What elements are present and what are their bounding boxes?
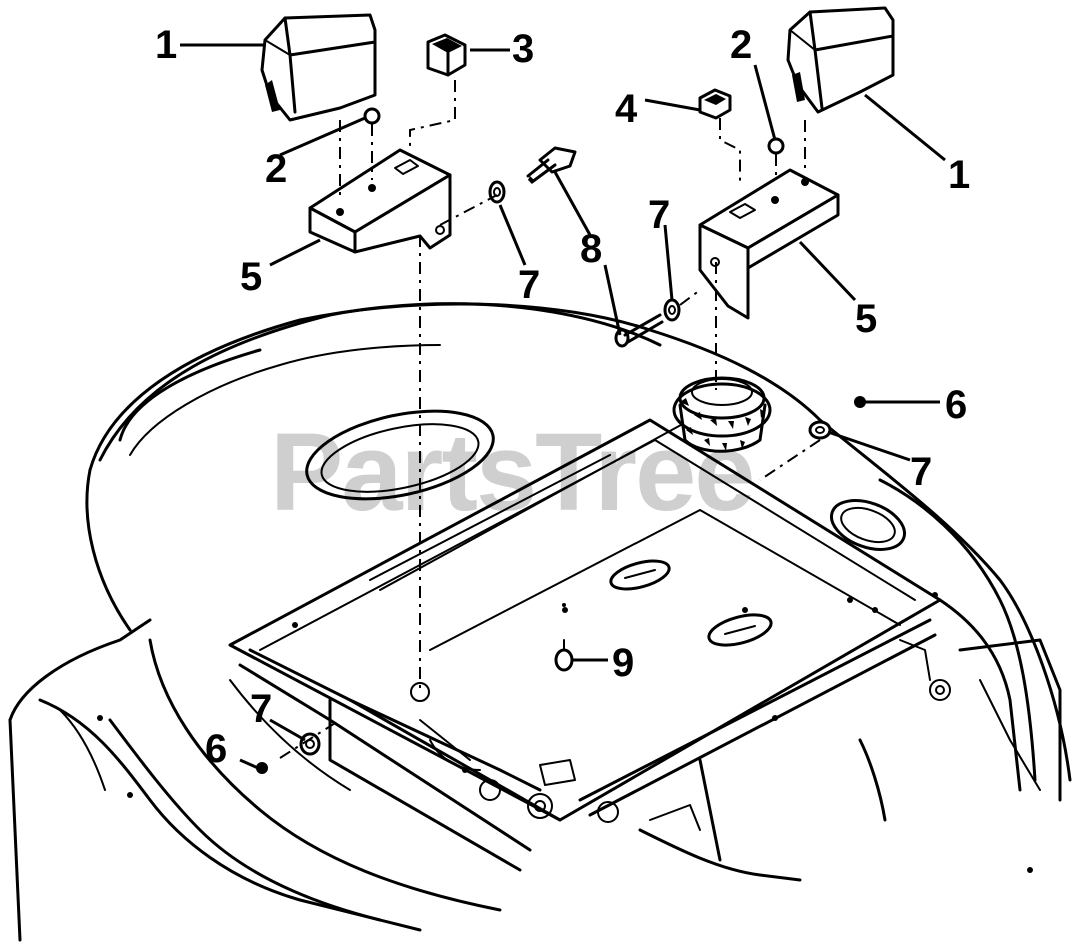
- part-7-washer-c: [808, 420, 832, 440]
- fuel-cap: [672, 376, 772, 453]
- callout-9: 9: [612, 641, 634, 685]
- callout-5-left: 5: [240, 255, 262, 299]
- part-6-nut-left: [256, 762, 268, 774]
- leader-lines: [180, 43, 946, 770]
- callout-7-d: 7: [250, 687, 272, 731]
- watermark: PartsTree: [270, 411, 753, 534]
- callout-2-left: 2: [265, 147, 287, 191]
- part-5-right-bracket: [698, 168, 840, 320]
- callout-3: 3: [512, 27, 534, 71]
- callout-1-left: 1: [155, 23, 177, 67]
- callout-8: 8: [580, 227, 602, 271]
- part-3-switch: [426, 33, 467, 77]
- assembly-lines: [279, 80, 821, 759]
- callout-4: 4: [615, 87, 638, 131]
- callout-1-right: 1: [948, 153, 970, 197]
- part-4-clip: [698, 88, 732, 120]
- part-5-left-bracket: [308, 148, 452, 254]
- part-2-left-nut: [363, 107, 381, 125]
- part-8-bolt: [526, 146, 577, 184]
- callout-7-b: 7: [648, 193, 670, 237]
- part-1-left-bumper: [260, 13, 377, 122]
- callout-6-left: 6: [205, 727, 227, 771]
- callout-7-a: 7: [518, 263, 540, 307]
- callout-7-c: 7: [910, 450, 932, 494]
- part-1-right-bumper: [786, 6, 895, 114]
- part-9-screw: [554, 603, 574, 672]
- part-7-washer-a: [488, 180, 506, 204]
- mower-body: [8, 302, 1072, 942]
- part-7-washer-b: [663, 298, 681, 322]
- part-2-right-nut: [767, 137, 785, 155]
- callout-5-right: 5: [855, 297, 877, 341]
- callout-6-right: 6: [945, 383, 967, 427]
- callout-2-right: 2: [730, 23, 752, 67]
- part-6-nut-right: [854, 396, 866, 408]
